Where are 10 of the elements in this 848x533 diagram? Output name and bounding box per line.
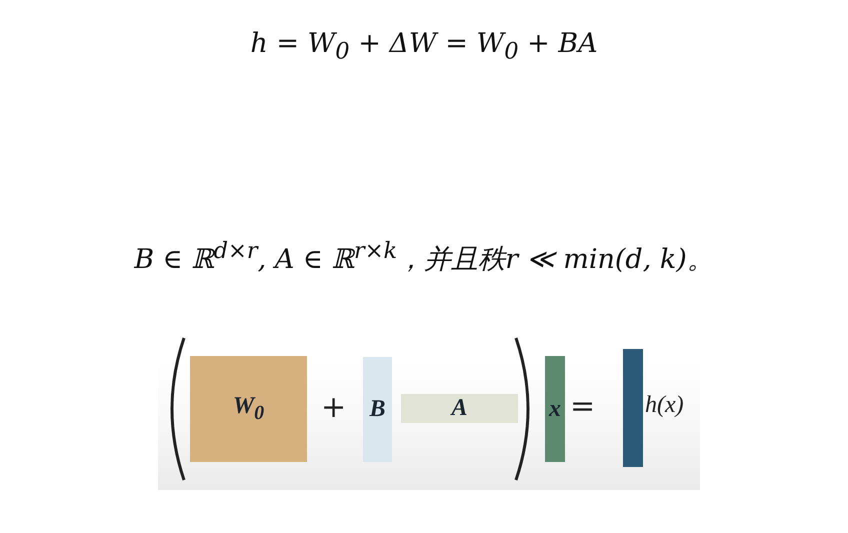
formula: B ∈ ℝ$^{d×r}$, A ∈ ℝ$^{r×k}$，并且秩r ≪ min(d, k)。	[132, 238, 715, 277]
matrix-block: B	[363, 357, 392, 462]
vector-bar: x	[545, 356, 565, 462]
plus-sign: +	[321, 393, 345, 423]
vector-bar	[623, 349, 643, 467]
matrix-block: A	[401, 394, 518, 423]
vector-label: h(x)	[645, 392, 684, 419]
equals-sign: =	[570, 392, 594, 422]
formula: h = W$_{0}$ + ΔW = W$_{0}$ + BA	[249, 28, 599, 64]
matrix-block: W$_{0}$	[190, 356, 307, 462]
